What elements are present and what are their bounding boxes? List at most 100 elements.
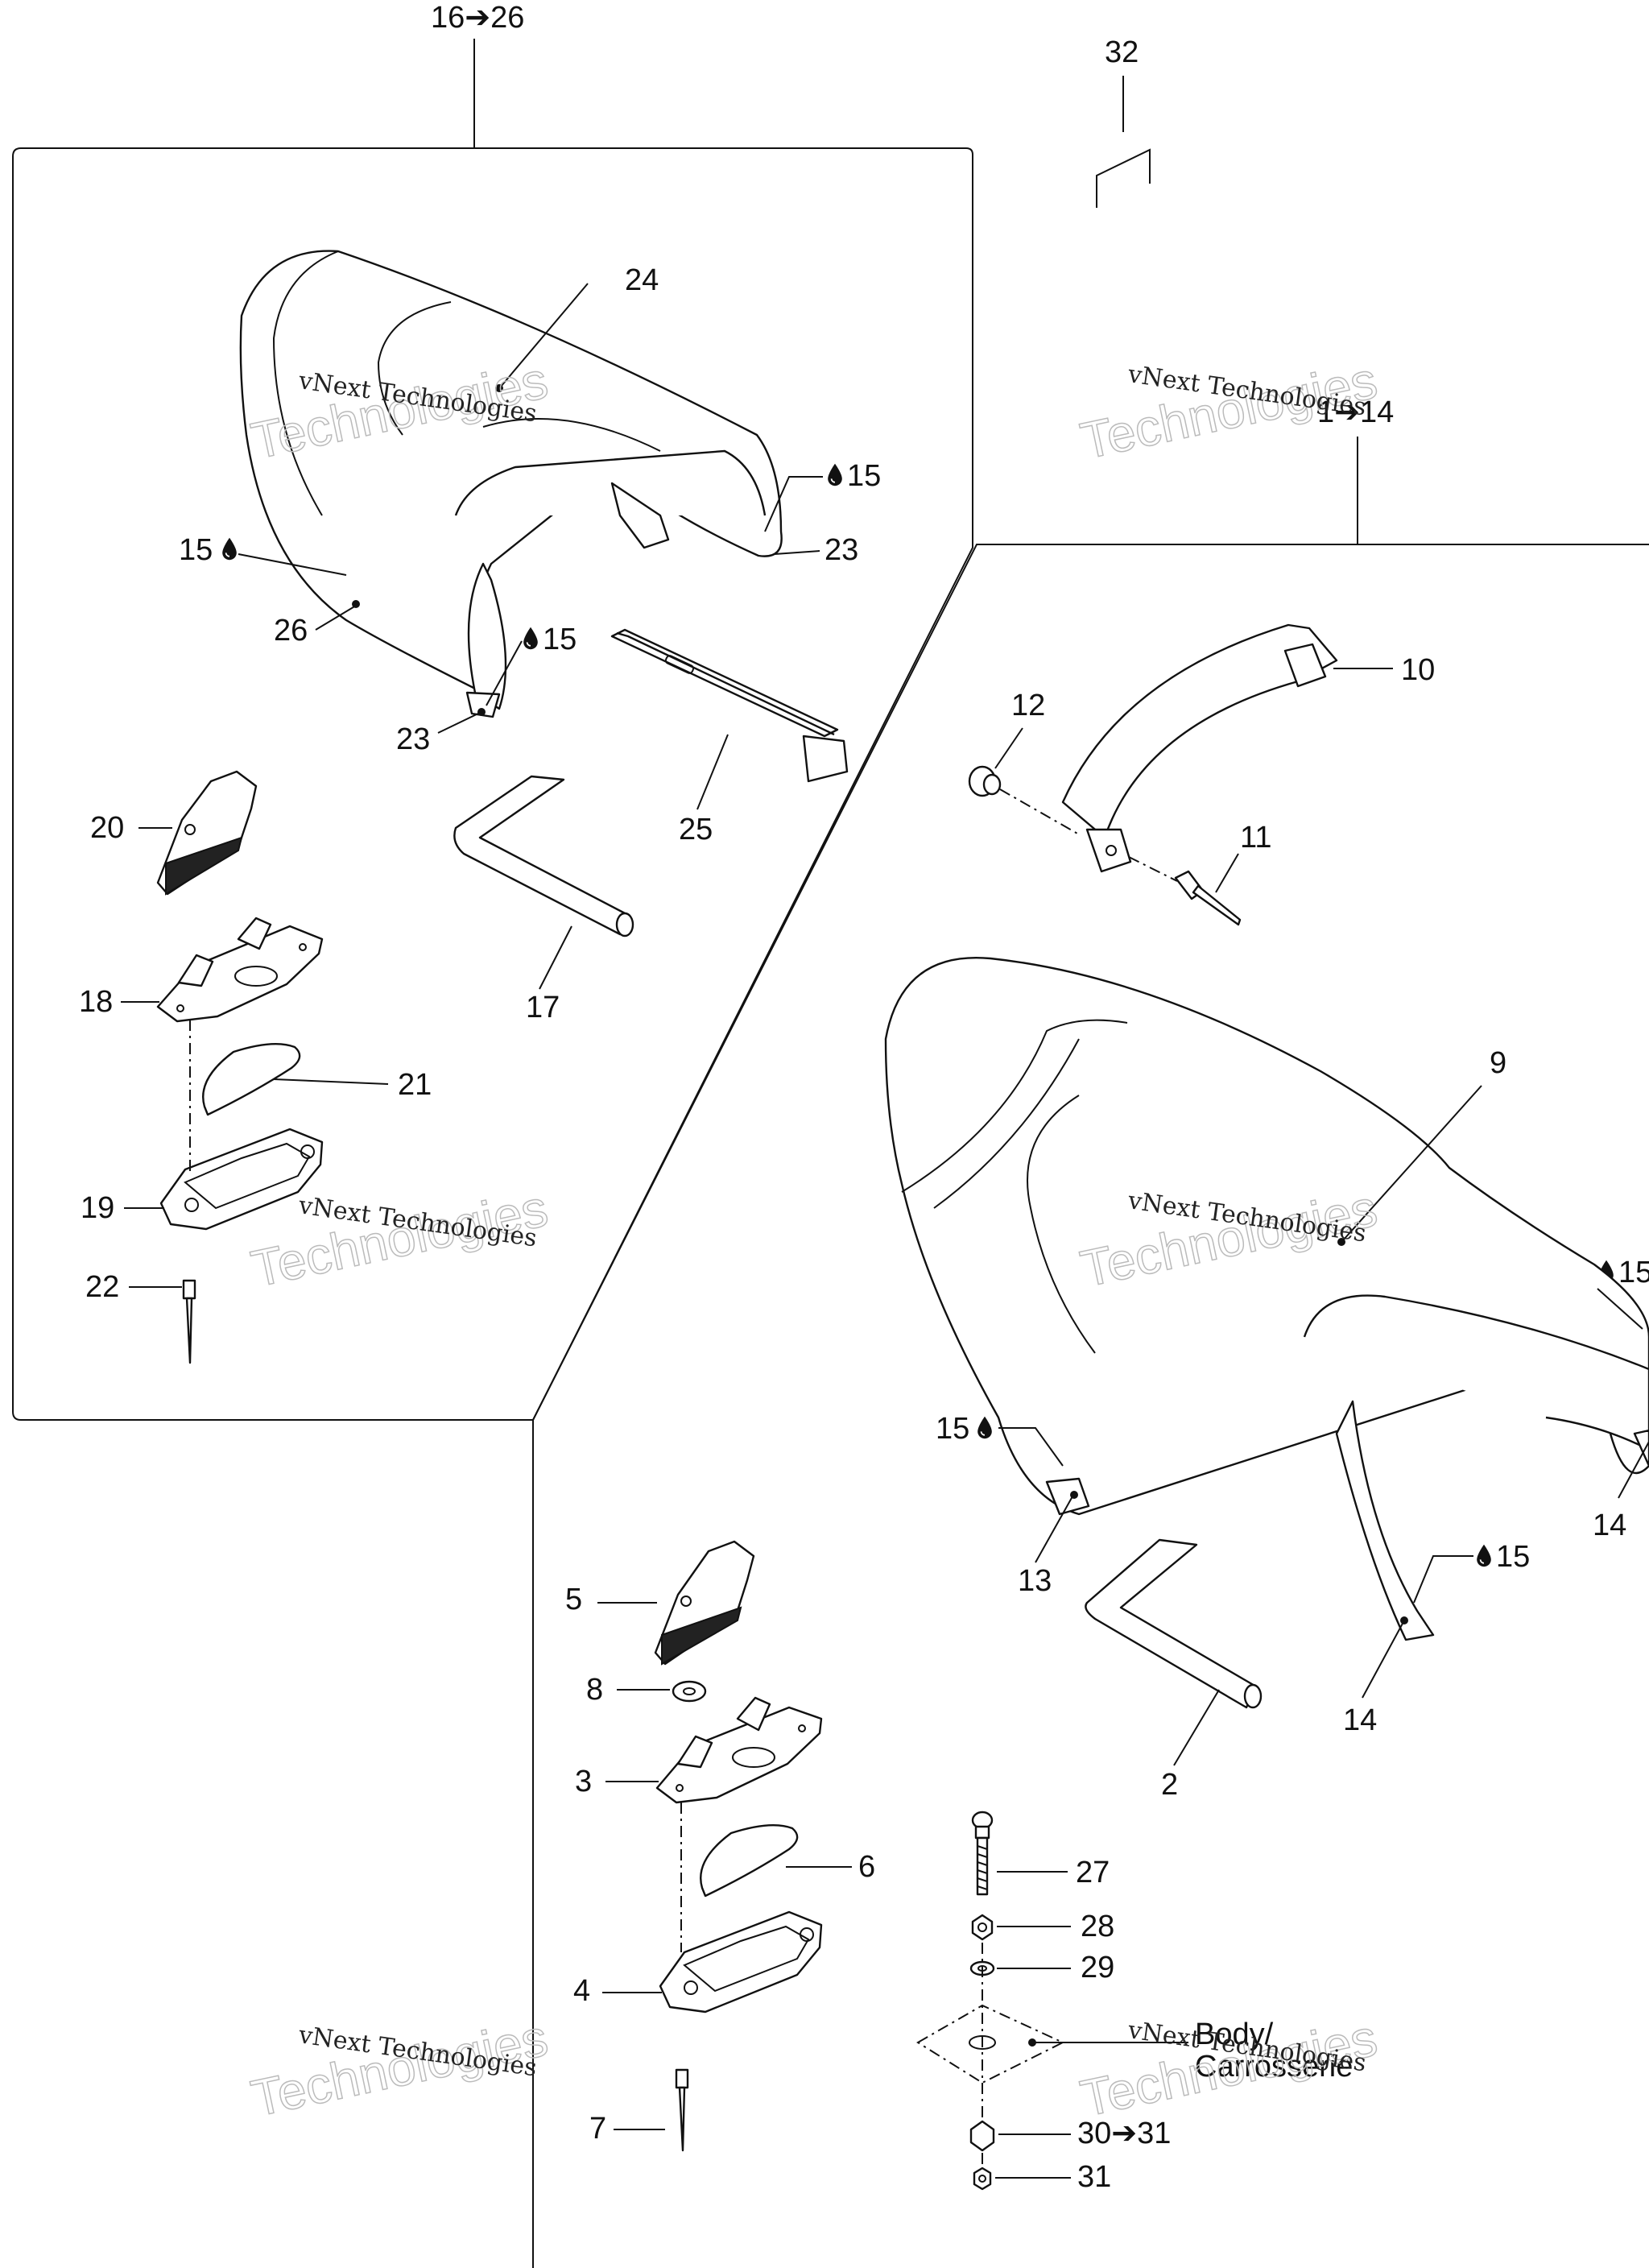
leader-21 bbox=[273, 1078, 389, 1085]
callout-15e: 15 bbox=[936, 1412, 969, 1446]
part-8-washer bbox=[672, 1680, 707, 1703]
callout-21: 21 bbox=[398, 1068, 432, 1102]
callout-31: 31 bbox=[1077, 2160, 1111, 2194]
body-label-fr: Carrosserie bbox=[1195, 2050, 1353, 2084]
part-11-screw bbox=[1174, 870, 1242, 926]
body-panel-hole bbox=[969, 2035, 996, 2050]
part-32-clip bbox=[1096, 148, 1151, 208]
oil-drop-icon bbox=[827, 462, 843, 487]
callout-25: 25 bbox=[679, 813, 713, 846]
leader-15a bbox=[764, 476, 823, 532]
callout-11: 11 bbox=[1240, 821, 1271, 855]
callout-16-26: 16➔26 bbox=[431, 1, 524, 35]
callout-9: 9 bbox=[1490, 1046, 1506, 1080]
part-10-handle bbox=[1061, 623, 1338, 873]
callout-23a: 23 bbox=[824, 533, 858, 567]
callout-15c: 15 bbox=[543, 623, 577, 656]
leader-dot bbox=[1337, 1238, 1345, 1246]
leader-9 bbox=[1342, 1085, 1482, 1241]
callout-4: 4 bbox=[573, 1974, 590, 2008]
leader-24 bbox=[500, 283, 589, 387]
callout-30-31: 30➔31 bbox=[1077, 2117, 1171, 2150]
callout-13: 13 bbox=[1018, 1564, 1052, 1598]
callout-15f: 15 bbox=[1496, 1540, 1530, 1574]
body-panel bbox=[916, 2004, 1065, 2084]
callout-10: 10 bbox=[1401, 653, 1435, 687]
callout-14b: 14 bbox=[1343, 1703, 1377, 1737]
callout-32: 32 bbox=[1105, 35, 1139, 69]
callout-5: 5 bbox=[565, 1583, 582, 1616]
leader-25 bbox=[696, 734, 729, 810]
callout-18: 18 bbox=[79, 985, 113, 1019]
part-25-strap bbox=[610, 628, 849, 783]
callout-20: 20 bbox=[90, 811, 124, 845]
axis-11 bbox=[1128, 856, 1178, 882]
leader-dot bbox=[477, 708, 486, 716]
part-12-grommet bbox=[968, 765, 1002, 797]
part-18-plate bbox=[156, 917, 324, 1023]
leader-11 bbox=[1215, 853, 1239, 893]
leader-dot bbox=[1400, 1616, 1408, 1624]
leader-26 bbox=[315, 605, 357, 631]
part-3-plate bbox=[655, 1696, 823, 1804]
callout-14a: 14 bbox=[1593, 1509, 1626, 1542]
oil-drop-icon bbox=[977, 1415, 993, 1440]
oil-drop-icon bbox=[523, 626, 539, 651]
part-2-tube bbox=[1085, 1538, 1263, 1709]
callout-28: 28 bbox=[1081, 1910, 1114, 1943]
callout-23b: 23 bbox=[396, 722, 430, 756]
leader-23b bbox=[437, 711, 482, 734]
callout-6: 6 bbox=[858, 1850, 875, 1884]
part-30-nut bbox=[969, 2120, 995, 2152]
callout-12: 12 bbox=[1011, 689, 1045, 722]
callout-1-14: 1➔14 bbox=[1317, 395, 1394, 429]
callout-19: 19 bbox=[81, 1191, 114, 1225]
leader-15c bbox=[486, 640, 523, 706]
leader-23a bbox=[774, 550, 820, 555]
left-group-frame bbox=[12, 147, 973, 1421]
callout-15a: 15 bbox=[847, 459, 881, 493]
callout-29: 29 bbox=[1081, 1951, 1114, 1984]
callout-24: 24 bbox=[625, 263, 659, 297]
callout-22: 22 bbox=[85, 1270, 119, 1304]
part-22-rivet bbox=[182, 1279, 196, 1364]
right-group-frame bbox=[532, 544, 1649, 2268]
leader-13 bbox=[1035, 1496, 1073, 1563]
leader-15d bbox=[1597, 1288, 1643, 1330]
leader-dot bbox=[352, 600, 360, 608]
leader-14b bbox=[1362, 1620, 1405, 1699]
watermark: Technologies vNext Technologies bbox=[246, 2008, 553, 2129]
part-20-latch bbox=[156, 770, 258, 896]
callout-17: 17 bbox=[526, 991, 560, 1024]
callout-27: 27 bbox=[1076, 1856, 1110, 1889]
callout-15d: 15 bbox=[1618, 1256, 1649, 1289]
callout-26: 26 bbox=[274, 614, 308, 648]
callout-7: 7 bbox=[589, 2112, 606, 2146]
leader-14a bbox=[1618, 1441, 1649, 1499]
leader-dot bbox=[1028, 2038, 1036, 2047]
leader-17 bbox=[539, 925, 572, 990]
part-21-cable bbox=[202, 1043, 301, 1116]
part-6-cable bbox=[700, 1824, 799, 1898]
callout-2: 2 bbox=[1161, 1768, 1178, 1802]
leader-2 bbox=[1173, 1689, 1220, 1766]
leader-15e bbox=[998, 1427, 1064, 1467]
body-label: Body/ bbox=[1195, 2018, 1274, 2051]
oil-drop-icon bbox=[1476, 1543, 1492, 1568]
axis-12 bbox=[999, 788, 1080, 835]
callout-3: 3 bbox=[575, 1765, 592, 1798]
leader-dot bbox=[1070, 1491, 1078, 1499]
watermark: Technologies vNext Technologies bbox=[1075, 350, 1382, 471]
oil-drop-icon bbox=[221, 536, 238, 561]
passenger-seat-left bbox=[239, 250, 783, 718]
leader-15b bbox=[238, 553, 347, 576]
part-17-tube bbox=[453, 775, 634, 937]
part-5-latch bbox=[654, 1540, 755, 1666]
part-9-seat bbox=[884, 957, 1649, 1641]
part-28-nut bbox=[971, 1914, 994, 1941]
part-4-housing bbox=[659, 1910, 823, 2013]
part-7-rivet bbox=[675, 2068, 689, 2152]
leader-dot bbox=[495, 384, 503, 392]
leader-15f bbox=[1413, 1555, 1473, 1604]
